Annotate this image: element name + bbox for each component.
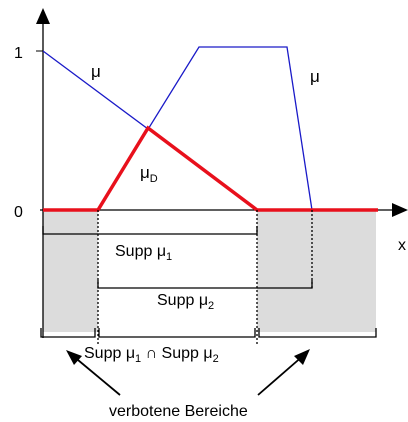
label-supp1: Supp μ1 — [115, 243, 172, 263]
y-tick-label-0: 0 — [14, 204, 23, 221]
y-tick-label-1: 1 — [14, 45, 23, 62]
curve-mu2 — [97, 46, 313, 211]
x-axis-label: x — [398, 237, 406, 254]
x-axis-arrowhead — [392, 203, 408, 217]
bracket-intersection — [98, 328, 256, 338]
label-mu2: μ — [310, 67, 320, 86]
label-mu1: μ — [91, 62, 101, 81]
bracket-forbidden-left — [40, 328, 96, 338]
label-supp2: Supp μ2 — [157, 292, 214, 312]
bracket-supp2 — [97, 280, 313, 289]
forbidden-region-left — [43, 210, 98, 332]
label-intersection: Supp μ1 ∩ Supp μ2 — [84, 345, 219, 365]
arrow-right-head — [294, 349, 310, 365]
y-axis-arrowhead — [36, 8, 50, 24]
label-mu-d: μD — [140, 163, 158, 185]
bracket-forbidden-right — [258, 328, 377, 338]
arrow-left-head — [66, 350, 82, 365]
arrow-left-shaft — [71, 354, 121, 396]
forbidden-region-right — [257, 210, 376, 332]
label-forbidden-regions: verbotene Bereiche — [109, 403, 248, 420]
curve-mu-d — [43, 125, 378, 212]
bracket-supp1 — [42, 226, 258, 235]
arrow-right-shaft — [257, 354, 305, 396]
